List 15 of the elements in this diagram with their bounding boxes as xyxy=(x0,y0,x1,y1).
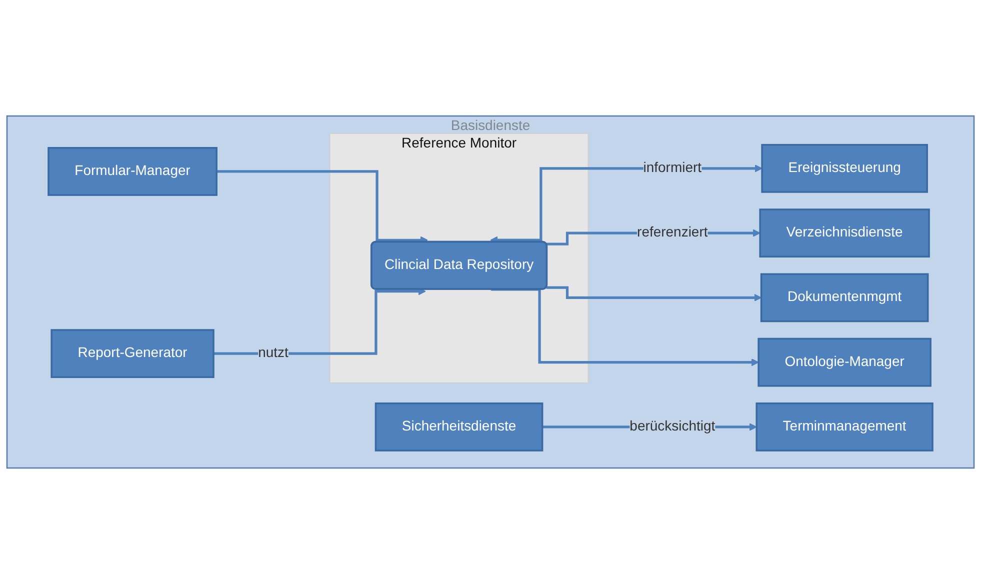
node-box: Formular-Manager xyxy=(48,147,218,196)
edge-label: informiert xyxy=(643,160,702,176)
node-box: Verzeichnisdienste xyxy=(759,208,930,258)
node-box: Report-Generator xyxy=(50,329,214,378)
node-box: Sicherheitsdienste xyxy=(374,402,544,452)
edge-label: nutzt xyxy=(258,346,288,361)
node-box: Ereignissteuerung xyxy=(761,144,928,193)
node-box: Dokumentenmgmt xyxy=(760,273,929,322)
edge-label: referenziert xyxy=(637,225,708,240)
node-box: Terminmanagement xyxy=(756,402,934,452)
arrow xyxy=(490,288,759,366)
edge-label: berücksichtigt xyxy=(630,419,716,434)
arrow xyxy=(546,286,762,302)
arrow xyxy=(214,288,426,355)
node-box: Ontologie-Manager xyxy=(758,338,932,387)
